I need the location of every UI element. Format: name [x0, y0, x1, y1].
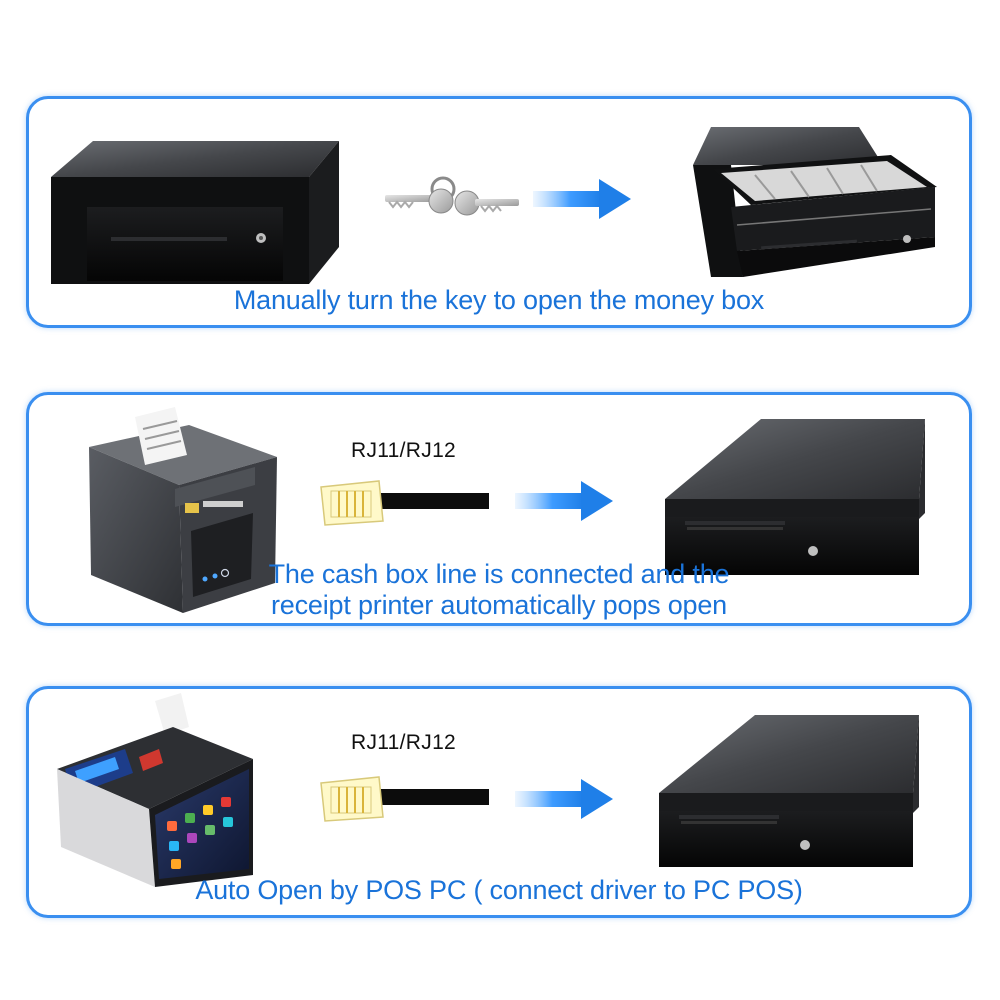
arrow-right-icon: [515, 481, 613, 521]
panel-1-caption: Manually turn the key to open the money …: [233, 285, 765, 315]
arrow-right-icon: [533, 179, 631, 219]
rj-connector-icon: [320, 776, 489, 822]
manual-key-panel: Manually turn the key to open the money …: [26, 96, 972, 328]
pos-terminal-image: [57, 693, 253, 887]
cable-label: RJ11/RJ12: [351, 439, 457, 462]
pos-pc-panel: RJ11/RJ12 Auto Open by POS PC ( connect …: [26, 686, 972, 918]
panel-2-caption-line-1: The cash box line is connected and the: [268, 559, 730, 589]
receipt-printer-image: [89, 407, 277, 613]
panel-2-caption: The cash box line is connected and the r…: [29, 559, 969, 621]
cable-label: RJ11/RJ12: [351, 731, 457, 754]
closed-cash-drawer-image: [659, 715, 919, 867]
panel-2-caption-line-2: receipt printer automatically pops open: [271, 590, 727, 620]
arrow-right-icon: [515, 779, 613, 819]
rj-connector-icon: [320, 480, 489, 526]
panel-3-caption: Auto Open by POS PC ( connect driver to …: [195, 875, 803, 905]
closed-cash-drawer-image: [51, 141, 339, 284]
open-cash-drawer-image: [693, 127, 937, 277]
keys-icon: [385, 176, 519, 216]
printer-kick-panel: RJ11/RJ12 The cash box line is connected…: [26, 392, 972, 626]
closed-cash-drawer-image: [665, 419, 925, 575]
